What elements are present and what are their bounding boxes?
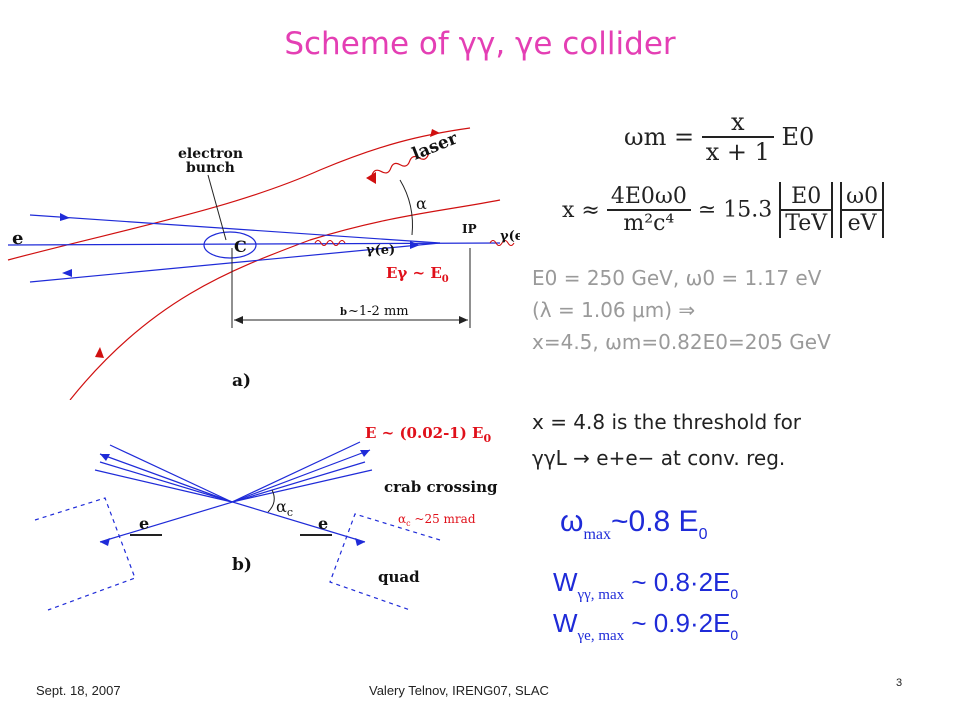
text-threshold-2: γγL → e+e− at conv. reg. [532, 446, 786, 470]
arrow-icon [62, 269, 72, 277]
label-egamma: Eγ ~ E0 [386, 264, 449, 285]
formula-x: x ≈ 4E0ω0 m²c⁴ ≃ 15.3 E0 TeV ω0 eV [532, 182, 885, 238]
fan-line [231, 469, 373, 503]
laser-curve-lower [69, 199, 501, 400]
label-alpha: α [416, 194, 427, 213]
bunch-pointer [207, 174, 227, 241]
laser-curve-upper [7, 127, 471, 261]
label-bunch: bunch [186, 160, 235, 176]
label-panel-b: b) [232, 555, 252, 575]
fan-line [99, 453, 233, 503]
fan-line [231, 449, 371, 503]
arrow-icon [360, 450, 370, 457]
arrow-icon [366, 172, 376, 184]
arrow-icon [459, 316, 468, 324]
w-ge-line: Wγe, max ~ 0.9·2E0 [553, 608, 739, 644]
text-line-1: E0 = 250 GeV, ω0 = 1.17 eV [532, 266, 822, 290]
label-alpha-c-value: αc ~25 mrad [398, 512, 476, 528]
arrow-icon [95, 347, 104, 358]
arrow-icon [100, 454, 110, 461]
diagram-a: electron bunch laser α IP γ(e) γ(e) e C … [7, 127, 520, 400]
footer-date: Sept. 18, 2007 [36, 683, 121, 698]
laser-wave [371, 154, 429, 176]
diagram-b: E ~ (0.02-1) E0 crab crossing αc e e b) … [34, 424, 498, 611]
arrow-icon [410, 241, 420, 249]
text-line-3: x=4.5, ωm=0.82E0=205 GeV [532, 330, 831, 354]
label-panel-a: a) [232, 371, 251, 391]
fan-line [231, 441, 361, 503]
label-distance: ~1-2 mm [348, 304, 409, 319]
alpha-arc [399, 179, 413, 236]
footer-page-number: 3 [896, 677, 903, 689]
arrow-icon [60, 213, 70, 221]
arrow-icon [100, 538, 110, 546]
fan-line [109, 444, 233, 503]
beam-line-top [29, 214, 441, 244]
footer-author: Valery Telnov, IRENG07, SLAC [369, 683, 549, 698]
label-gamma-e-right: γ(e) [500, 229, 520, 244]
quad-outline-right [329, 513, 441, 611]
label-gamma-e-mid: γ(e) [366, 243, 395, 258]
omega-max-line: ωmax~0.8 E0 [560, 505, 708, 543]
arrow-icon [430, 129, 440, 137]
label-c: C [234, 237, 247, 256]
photon-wave-mid [314, 239, 346, 247]
label-alpha-c: αc [276, 497, 293, 519]
label-electron: electron [178, 146, 243, 162]
label-crab-crossing: crab crossing [384, 478, 498, 496]
label-ip: IP [462, 222, 477, 236]
slide-title: Scheme of γγ, γe collider [284, 26, 676, 62]
w-gg-line: Wγγ, max ~ 0.8·2E0 [553, 567, 739, 603]
alpha-c-arc [267, 489, 275, 513]
fan-line [94, 469, 233, 503]
text-threshold-1: x = 4.8 is the threshold for [532, 410, 802, 434]
label-e-left: e [12, 228, 23, 249]
label-b: b [340, 307, 347, 318]
text-line-2: (λ = 1.06 μm) ⇒ [532, 298, 696, 322]
label-e-left: e [139, 514, 149, 533]
photon-wave-right [489, 239, 515, 247]
formula-omega-m: ωm = x x + 1 E0 [624, 108, 815, 166]
arrow-icon [234, 316, 243, 324]
beam-axis [7, 242, 501, 246]
label-quad: quad [378, 568, 420, 586]
label-e-right: e [318, 514, 328, 533]
label-energy: E ~ (0.02-1) E0 [365, 424, 492, 445]
electron-bunch-ellipse [203, 231, 257, 259]
arrow-icon [355, 538, 365, 546]
beam-line-bottom [29, 242, 441, 283]
quad-outline-left [34, 497, 136, 611]
